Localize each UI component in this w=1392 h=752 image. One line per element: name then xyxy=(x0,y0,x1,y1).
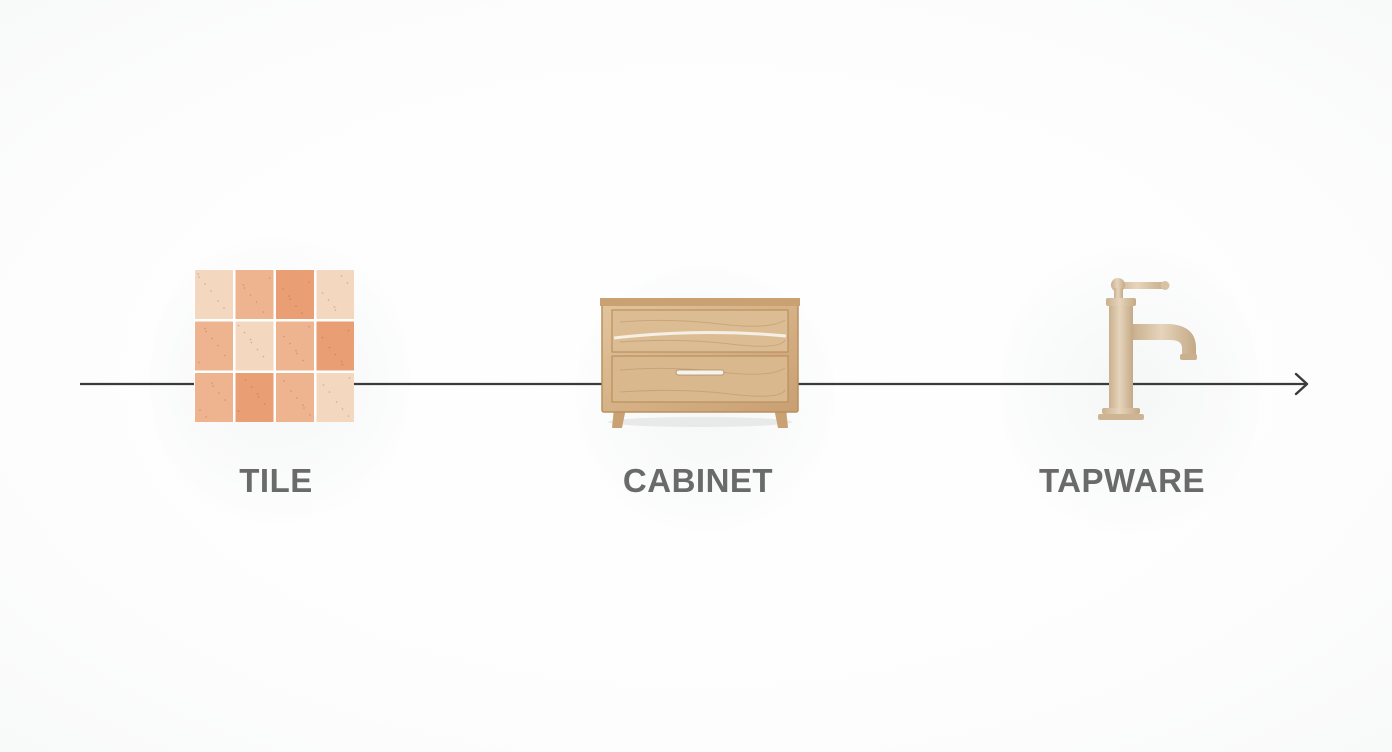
step-label-tile: TILE xyxy=(239,462,313,499)
tile-grid-icon xyxy=(194,269,355,422)
tile-square xyxy=(316,321,355,371)
cabinet-icon xyxy=(600,298,800,430)
tile-square xyxy=(316,373,355,422)
tile-square xyxy=(235,321,274,371)
step-label-cabinet: CABINET xyxy=(622,462,774,499)
tile-square xyxy=(235,270,274,319)
tile-square xyxy=(316,270,355,319)
tile-square xyxy=(276,270,314,319)
tile-square xyxy=(276,321,314,371)
tile-square xyxy=(276,373,314,422)
arrowhead-icon xyxy=(1294,372,1309,396)
tile-square xyxy=(195,321,233,371)
step-label-tapware: TAPWARE xyxy=(1038,462,1206,499)
tile-square xyxy=(235,373,274,422)
faucet-icon xyxy=(1092,276,1204,424)
tile-square xyxy=(195,270,233,319)
tile-square xyxy=(195,373,233,422)
